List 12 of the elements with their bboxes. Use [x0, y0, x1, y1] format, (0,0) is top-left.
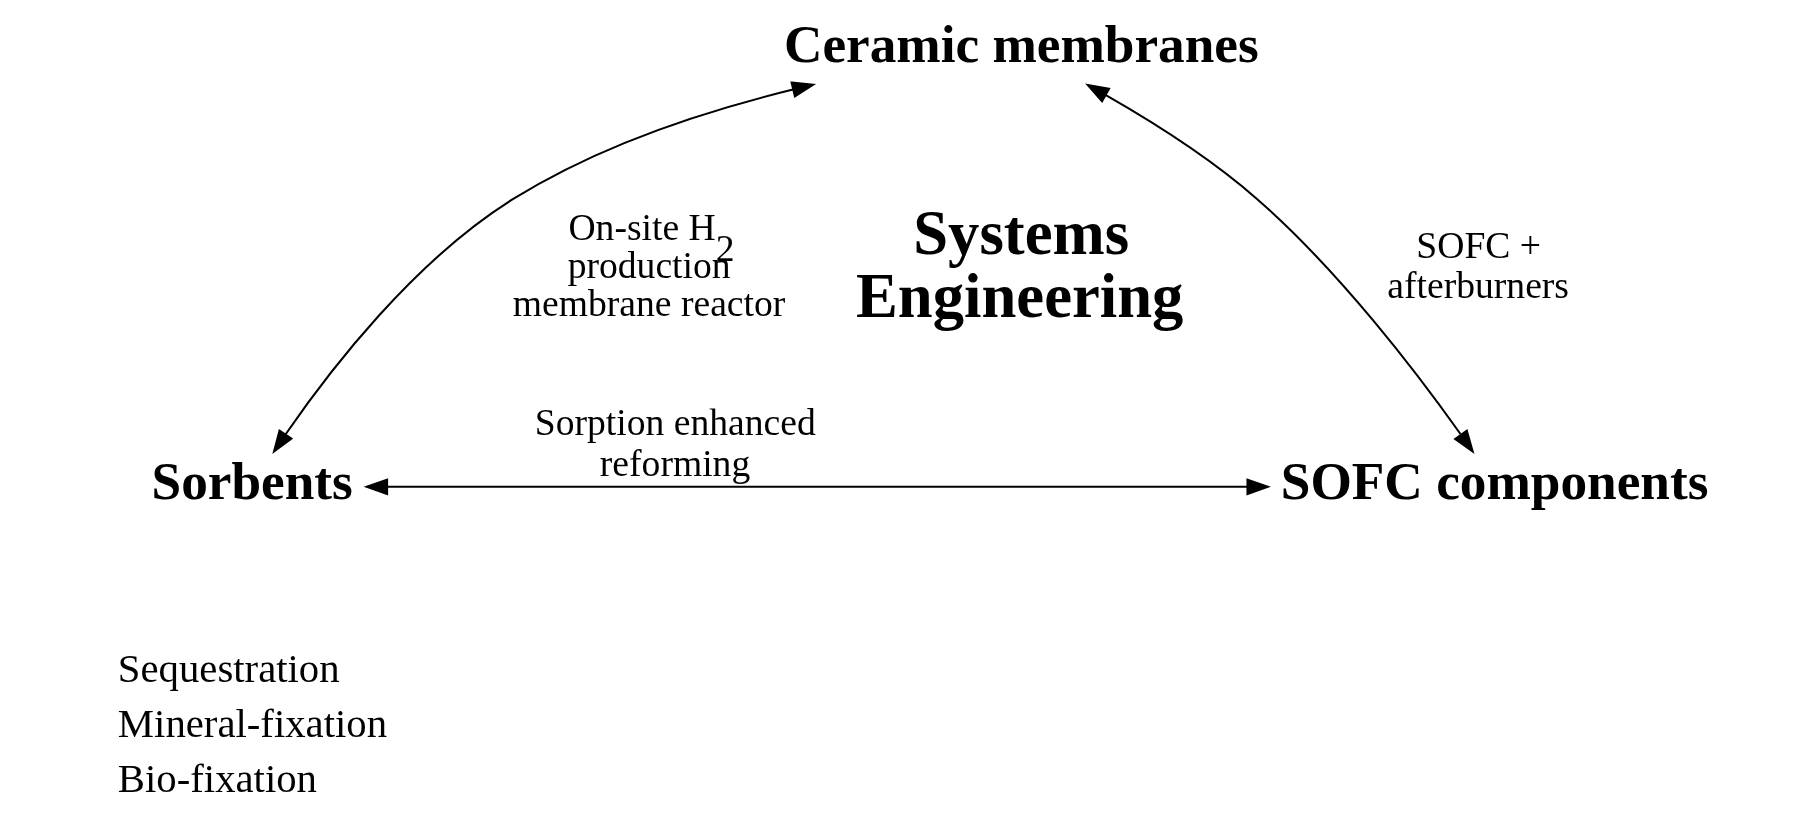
- arrow: [271, 81, 816, 455]
- node-text: Ceramic membranes: [783, 14, 1259, 74]
- edge-label: SOFC + afterburners: [1386, 223, 1569, 307]
- label: Sequestration: [117, 646, 340, 692]
- node-text: SOFC components: [1280, 451, 1708, 511]
- node-text: Sorbents: [151, 451, 353, 511]
- arrow: [363, 478, 1271, 496]
- arrow: [1084, 83, 1474, 454]
- edge-label: Sorption enhanced reforming: [534, 401, 816, 485]
- label: Systems Engineering: [855, 198, 1183, 331]
- label: Mineral-fixation: [117, 701, 387, 747]
- label: Bio-fixation: [117, 756, 317, 802]
